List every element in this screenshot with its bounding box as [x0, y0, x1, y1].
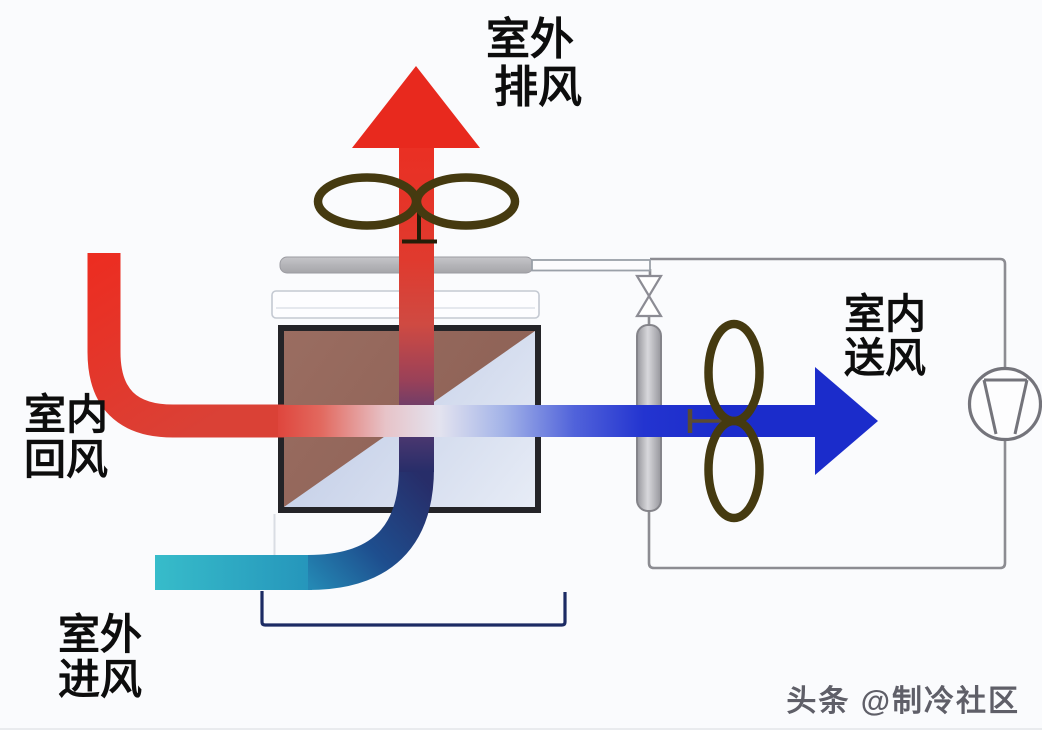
unit-bracket — [260, 591, 567, 627]
intake-duct-band — [155, 555, 312, 590]
label-indoor-supply-line1: 室内 — [844, 291, 926, 337]
circuit-top-right-line — [650, 257, 1007, 369]
supply-arrowhead — [815, 367, 878, 475]
label-indoor-supply: 室内 送风 — [844, 292, 926, 381]
label-outdoor-exhaust-line1: 室外 — [486, 15, 574, 64]
valve-icon — [635, 274, 663, 318]
exhaust-fan-icon — [313, 173, 520, 244]
watermark-text: 头条 @制冷社区 — [786, 685, 1020, 718]
label-outdoor-intake: 室外 进风 — [58, 612, 142, 703]
compressor-icon — [967, 366, 1042, 442]
intake-bend-band — [307, 467, 434, 590]
label-outdoor-intake-line2: 进风 — [58, 656, 143, 704]
label-indoor-supply-line2: 送风 — [844, 335, 926, 382]
return-curve-band — [87, 253, 284, 438]
label-indoor-return: 室内 回风 — [24, 392, 108, 483]
circuit-bottom-line — [647, 440, 1007, 570]
supply-fan-icon — [687, 319, 764, 523]
image-bottom-edge — [0, 728, 1042, 730]
label-outdoor-exhaust: 室外 排风 — [486, 16, 582, 111]
label-outdoor-intake-line1: 室外 — [58, 611, 143, 658]
exhaust-arrowhead — [352, 66, 480, 148]
label-indoor-return-line1: 室内 — [24, 391, 109, 438]
casing-top-duct — [531, 259, 651, 272]
label-outdoor-exhaust-line2: 排风 — [494, 62, 582, 112]
label-indoor-return-line2: 回风 — [24, 436, 109, 484]
